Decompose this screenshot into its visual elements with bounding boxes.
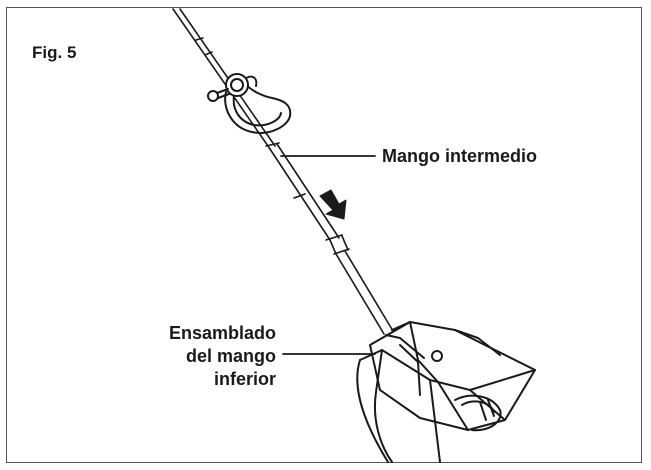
down-arrow-icon: [319, 189, 347, 220]
lower-handle-callout-line-3: inferior: [213, 369, 276, 389]
lower-handle-callout: Ensamblado del mango inferior: [110, 322, 276, 391]
figure-label: Fig. 5: [32, 43, 77, 62]
lower-handle-callout-line-1: Ensamblado: [168, 323, 276, 343]
upper-shaft: [172, 8, 276, 147]
middle-shaft: [265, 142, 350, 255]
lower-handle-callout-line-2: del mango: [185, 346, 276, 366]
shovel-head: [356, 321, 536, 463]
lower-shaft: [335, 250, 394, 335]
auxiliary-handle: [207, 73, 292, 134]
middle-handle-callout: Mango intermedio: [382, 146, 538, 166]
figure-frame: [6, 7, 642, 463]
